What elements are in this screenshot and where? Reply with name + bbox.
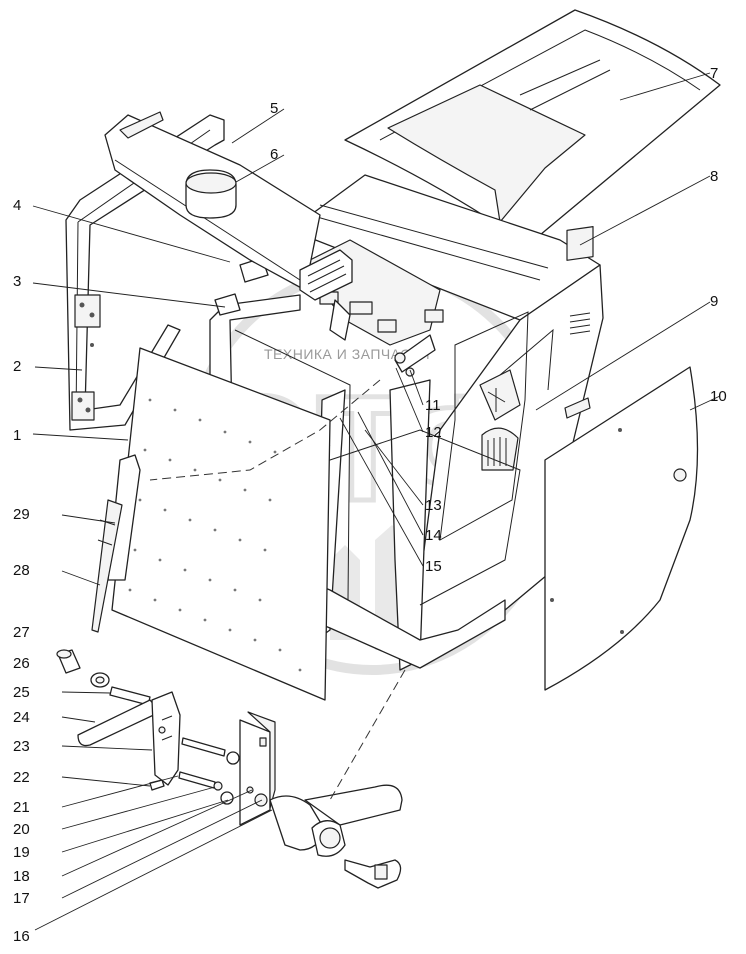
callout-12: 12	[425, 424, 442, 441]
callout-10: 10	[710, 388, 727, 405]
leader-lines	[32, 72, 721, 931]
callout-9: 9	[710, 293, 718, 310]
callout-29: 29	[13, 506, 30, 523]
callout-15: 15	[425, 558, 442, 575]
work-lamp	[299, 249, 353, 301]
callout-17: 17	[13, 890, 30, 907]
callout-23: 23	[13, 738, 30, 755]
callout-20: 20	[13, 821, 30, 838]
callout-2: 2	[13, 358, 21, 375]
callout-8: 8	[710, 168, 718, 185]
watermark-text: ТЕХНИКА И ЗАПЧАСТИ	[264, 346, 430, 362]
front-windshield	[111, 347, 331, 701]
callout-3: 3	[13, 273, 21, 290]
callout-11: 11	[425, 397, 441, 414]
wiper-assembly	[91, 454, 141, 633]
callout-21: 21	[13, 799, 30, 816]
callout-7: 7	[710, 65, 718, 82]
roof-panel	[344, 9, 721, 236]
callout-5: 5	[270, 100, 278, 117]
callout-19: 19	[13, 844, 30, 861]
assembly-line	[149, 379, 406, 801]
callout-14: 14	[425, 527, 442, 544]
callout-25: 25	[13, 684, 30, 701]
callout-28: 28	[13, 562, 30, 579]
wiper-drive-parts	[56, 649, 276, 826]
callout-13: 13	[425, 497, 442, 514]
callout-26: 26	[13, 655, 30, 672]
callout-22: 22	[13, 769, 30, 786]
callout-16: 16	[13, 928, 30, 945]
callout-labels: 1 2 3 4 5 6 7 8 9 10 11 12 13 14 15 16 1…	[13, 65, 727, 945]
callout-1: 1	[13, 427, 21, 444]
callout-27: 27	[13, 624, 30, 641]
wiper-motor	[254, 784, 403, 889]
callout-6: 6	[270, 146, 278, 163]
beacon-lamp	[185, 169, 237, 219]
callout-18: 18	[13, 868, 30, 885]
callout-24: 24	[13, 709, 30, 726]
left-door-frame	[65, 114, 225, 431]
right-door-glass	[544, 366, 699, 691]
callout-4: 4	[13, 197, 21, 214]
